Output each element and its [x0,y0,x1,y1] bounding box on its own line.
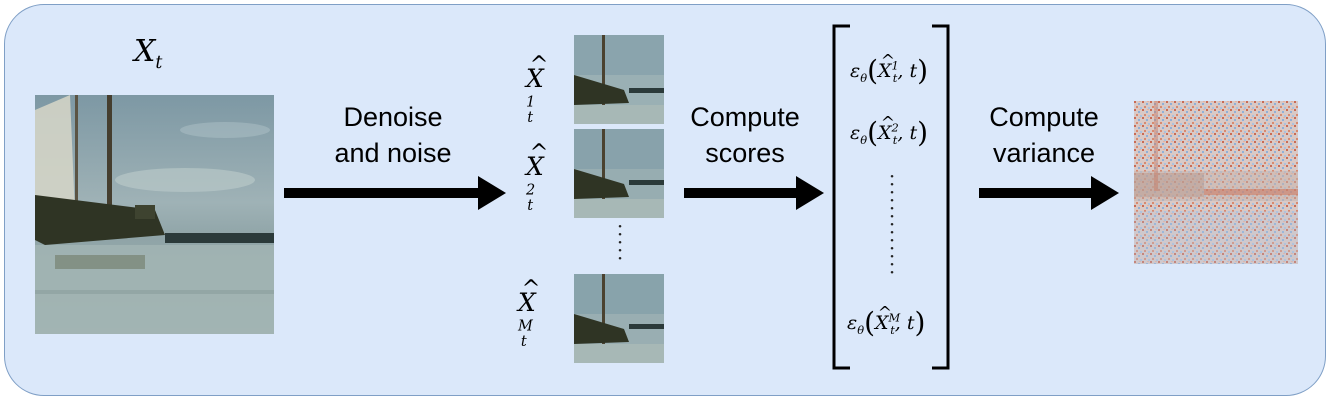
denoise-and-noise-label: Denoise and noise [334,102,452,168]
sample-image-M [574,274,664,363]
hat-accent: ^ [521,275,541,302]
score-entry-2: εθ(X^2t, t) [850,112,929,149]
input-label: Xt [134,34,163,73]
left-bracket [832,24,850,370]
sample-image-1 [574,35,664,124]
sample-ellipsis: ····· [616,214,624,270]
sample-image-2 [574,129,664,218]
score-entry-1: εθ(X^1t, t) [850,50,929,87]
hat-accent: ^ [880,112,896,133]
hat-accent: ^ [529,51,549,78]
hat-accent: ^ [880,50,896,71]
arrow-denoise [284,176,506,210]
right-bracket [932,24,950,370]
compute-scores-label: Compute scores [690,102,800,168]
score-entry-M: εθ(X^Mt, t) [847,302,926,339]
variance-heatmap [1134,101,1298,264]
sample-label-2: X^2t [526,139,549,214]
sample-label-M: X^Mt [518,275,541,350]
arrow-scores [684,176,824,210]
arrow-variance [979,176,1119,210]
score-ellipsis: ············· [888,164,896,284]
compute-variance-label: Compute variance [989,102,1099,168]
hat-accent: ^ [877,302,893,323]
hat-accent: ^ [529,139,549,166]
sample-label-1: X^1t [526,51,549,126]
input-noisy-image [35,95,274,334]
